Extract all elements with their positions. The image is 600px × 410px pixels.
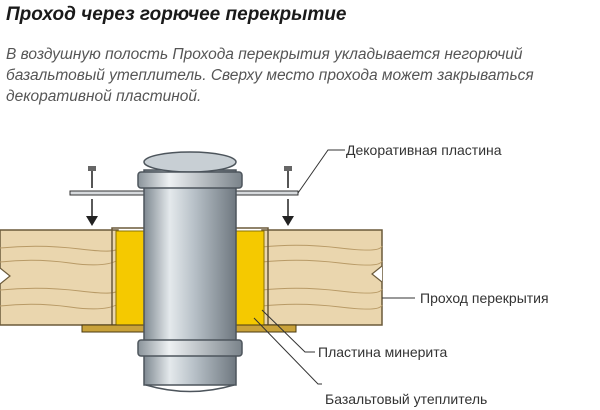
screw-left [86, 166, 98, 226]
description-text: В воздушную полость Прохода перекрытия у… [6, 46, 534, 105]
label-minerite-plate: Пластина минерита [318, 344, 447, 360]
leader-lines [253, 149, 415, 385]
wood-beam-left [0, 229, 119, 326]
insulation-left [115, 230, 145, 326]
label-decorative-plate: Декоративная пластина [346, 142, 502, 158]
label-basalt-insulation: Базальтовый утеплитель [325, 391, 487, 407]
screw-right [282, 166, 294, 226]
label-ceiling-passage: Проход перекрытия [420, 290, 549, 306]
page-title: Проход через горючее перекрытие [6, 4, 347, 25]
chimney-pipe [137, 151, 243, 393]
wood-beam-right [261, 229, 383, 326]
insulation-right [235, 230, 265, 326]
